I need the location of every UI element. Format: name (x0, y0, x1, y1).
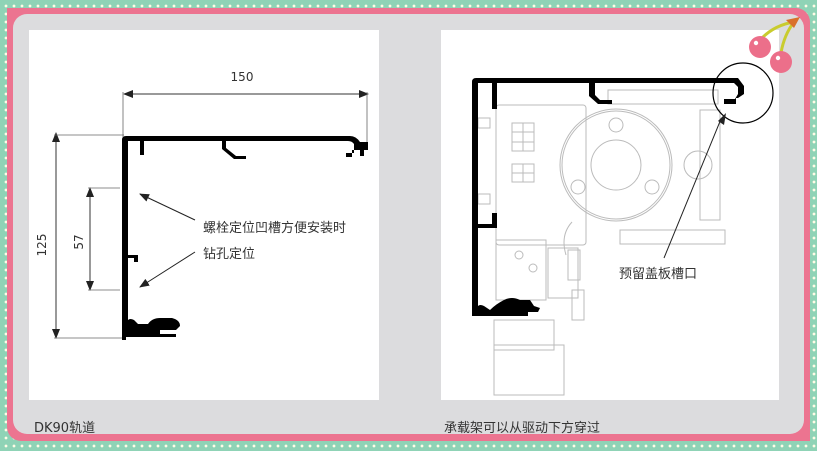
height-dimension-label: 125 (35, 234, 49, 257)
annotation-bolt-groove: 螺栓定位凹槽方便安装时 (203, 220, 346, 236)
annotation-cover-slot: 预留盖板槽口 (619, 267, 697, 282)
cherry-icon (749, 17, 800, 73)
annotation-drill-position: 钻孔定位 (203, 247, 255, 262)
track-profile (122, 136, 368, 340)
track-profile-cross-section (472, 78, 744, 316)
left-caption: DK90轨道 (34, 421, 96, 436)
width-dimension-label: 150 (231, 70, 254, 84)
right-diagram-panel (441, 30, 779, 400)
drive-unit-outline (477, 89, 726, 396)
slot-spacing-label: 57 (72, 234, 86, 249)
detail-callout-circle (712, 62, 774, 124)
right-caption: 承载架可以从驱动下方穿过 (444, 421, 601, 436)
